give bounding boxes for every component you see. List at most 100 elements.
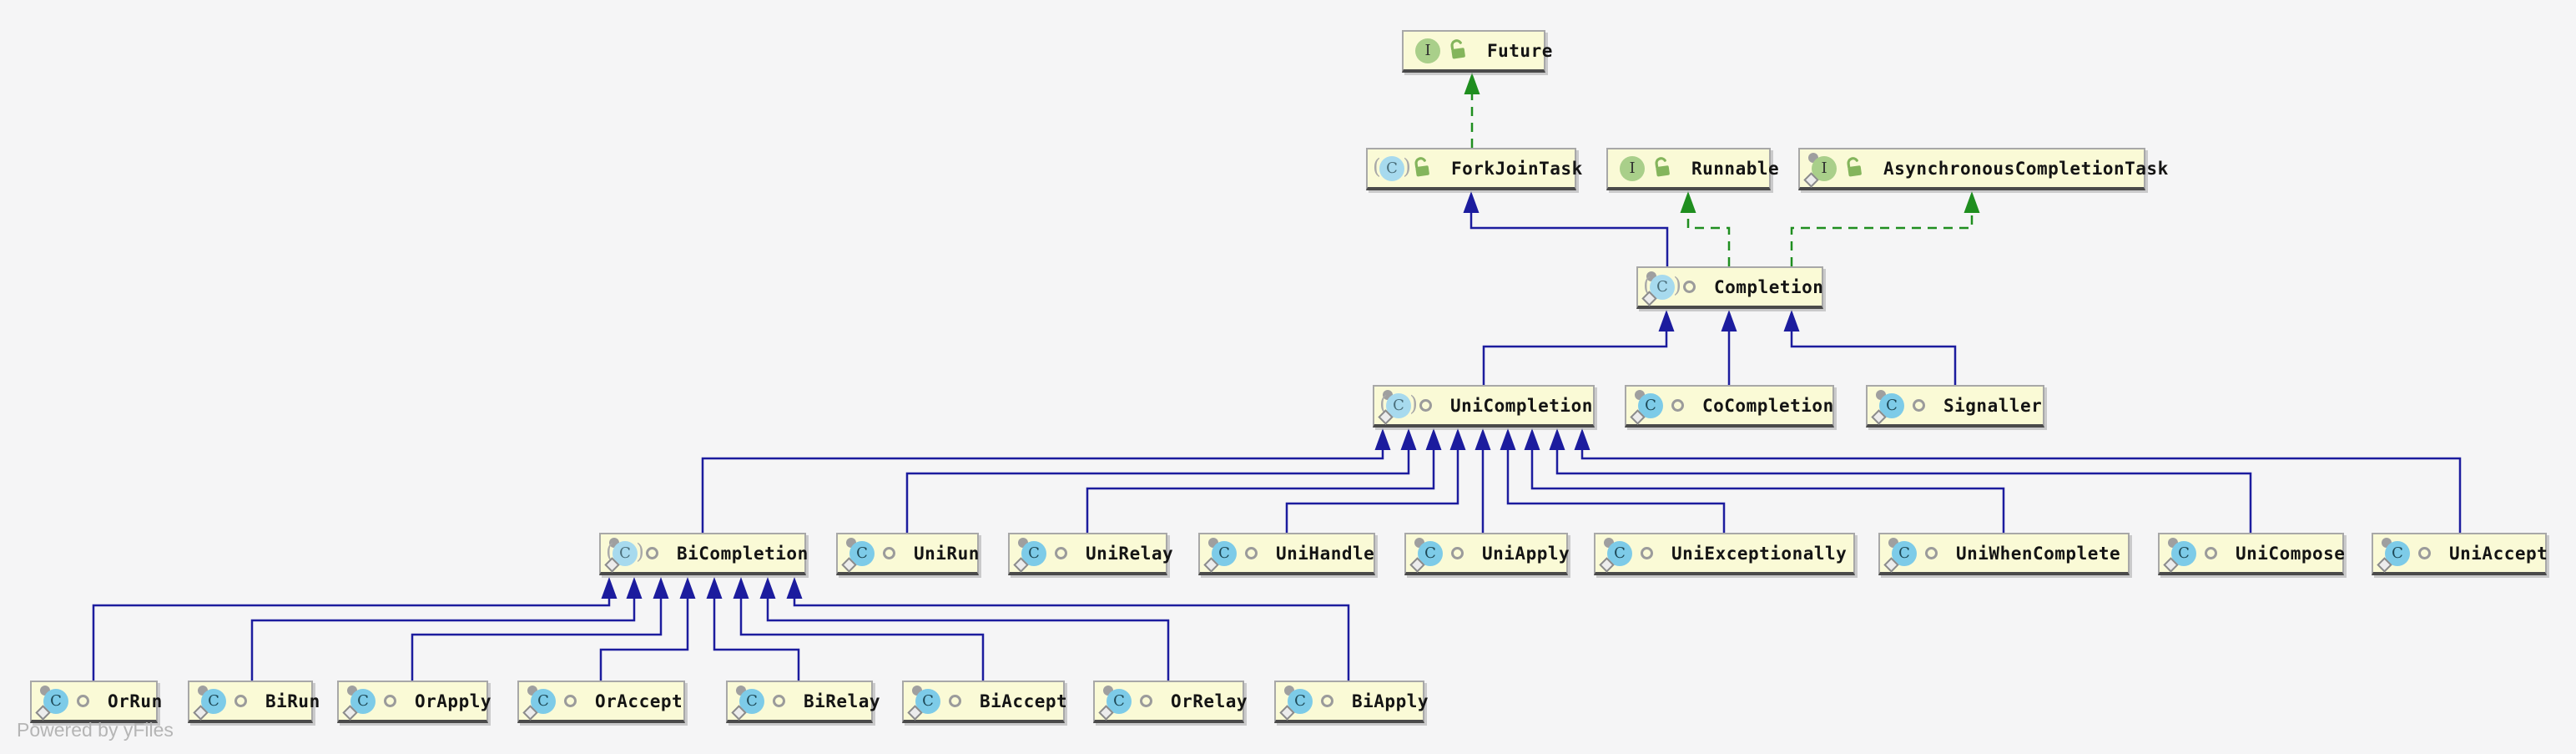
class-icon: C <box>841 537 875 573</box>
class-icon: C <box>35 685 69 721</box>
public-lock-icon <box>1843 154 1867 182</box>
abstract-class-icon: C <box>604 537 644 573</box>
icon-letter: C <box>1379 155 1404 181</box>
extends-arrowhead-icon <box>1524 428 1540 450</box>
class-icon: C <box>193 685 227 721</box>
class-node-forkjointask[interactable]: C ForkJoinTask <box>1366 148 1582 190</box>
class-icon: C <box>1279 685 1313 721</box>
icon-letter: I <box>1620 155 1645 181</box>
class-icon: C <box>1203 537 1238 573</box>
extends-arrowhead-icon <box>759 577 776 599</box>
class-name: Completion <box>1714 276 1824 297</box>
class-icon: C <box>2377 537 2411 573</box>
class-name: UniCompose <box>2236 543 2346 564</box>
class-node-unicompletion[interactable]: CUniCompletion <box>1373 385 1595 428</box>
edge-completion-asynchronouscompletiontask-implements <box>1790 191 1980 266</box>
class-node-completion[interactable]: CCompletion <box>1636 266 1823 309</box>
extends-arrowhead-icon <box>1475 428 1491 450</box>
extends-arrowhead-icon <box>1500 428 1516 450</box>
icon-letter: C <box>1879 392 1904 418</box>
class-icon: C <box>907 685 941 721</box>
class-name: ForkJoinTask <box>1451 158 1583 179</box>
extends-arrowhead-icon <box>1783 310 1800 331</box>
package-private-visibility-icon <box>646 547 658 559</box>
extends-arrowhead-icon <box>601 577 618 599</box>
edge-uniapply-unicompletion-extends <box>1475 428 1491 533</box>
class-node-unicompose[interactable]: C UniCompose <box>2158 533 2346 575</box>
package-private-visibility-icon <box>564 695 577 707</box>
package-private-visibility-icon <box>77 695 89 707</box>
class-name: AsynchronousCompletionTask <box>1883 158 2169 179</box>
edge-bicompletion-unicompletion-extends <box>701 428 1391 533</box>
package-private-visibility-icon <box>1683 281 1696 293</box>
extends-arrowhead-icon <box>1658 310 1675 331</box>
class-node-unirelay[interactable]: C UniRelay <box>1008 533 1173 575</box>
class-name: BiApply <box>1352 691 1429 711</box>
class-icon: C <box>1871 389 1905 425</box>
edge-cocompletion-completion-extends <box>1721 310 1737 385</box>
edge-orapply-bicompletion-extends <box>411 577 669 681</box>
class-icon: C <box>1013 537 1047 573</box>
class-name: Runnable <box>1691 158 1780 179</box>
class-name: OrRelay <box>1171 691 1248 711</box>
extends-arrowhead-icon <box>1574 428 1590 450</box>
edge-oraccept-bicompletion-extends <box>599 577 696 681</box>
class-name: BiRun <box>265 691 320 711</box>
package-private-visibility-icon <box>1913 399 1925 412</box>
extends-arrowhead-icon <box>1549 428 1565 450</box>
extends-arrowhead-icon <box>1463 191 1480 213</box>
class-node-orrun[interactable]: C OrRun <box>30 681 162 723</box>
public-lock-icon <box>1411 154 1434 182</box>
class-node-biaccept[interactable]: C BiAccept <box>902 681 1068 723</box>
package-private-visibility-icon <box>1055 547 1067 559</box>
extends-arrowhead-icon <box>626 577 643 599</box>
icon-letter: I <box>1415 38 1440 63</box>
edge-uniaccept-unicompletion-extends <box>1574 428 2462 533</box>
class-node-asynchronouscompletiontask[interactable]: I AsynchronousCompletionTask <box>1798 148 2168 190</box>
class-name: UniRelay <box>1086 543 1174 564</box>
extends-arrowhead-icon <box>1425 428 1442 450</box>
class-node-bicompletion[interactable]: CBiCompletion <box>599 533 808 575</box>
edge-uniexceptionally-unicompletion-extends <box>1500 428 1726 533</box>
package-private-visibility-icon <box>1641 547 1653 559</box>
edge-unirun-unicompletion-extends <box>905 428 1417 533</box>
class-name: BiAccept <box>980 691 1068 711</box>
class-name: OrApply <box>415 691 492 711</box>
interface-icon: I <box>1414 38 1441 64</box>
extends-arrowhead-icon <box>1374 428 1391 450</box>
class-node-runnable[interactable]: I Runnable <box>1606 148 1779 190</box>
class-icon: C <box>2163 537 2197 573</box>
public-lock-icon <box>1651 154 1675 182</box>
edge-signaller-completion-extends <box>1783 310 1957 385</box>
class-node-biapply[interactable]: C BiApply <box>1274 681 1429 723</box>
icon-letter: C <box>1212 540 1237 566</box>
extends-arrowhead-icon <box>786 577 803 599</box>
icon-letter: C <box>1418 540 1443 566</box>
package-private-visibility-icon <box>949 695 961 707</box>
edge-biapply-bicompletion-extends <box>786 577 1350 681</box>
class-name: OrRun <box>108 691 163 711</box>
extends-arrowhead-icon <box>653 577 669 599</box>
class-icon: C <box>1883 537 1918 573</box>
class-node-birun[interactable]: C BiRun <box>188 681 320 723</box>
edge-birun-bicompletion-extends <box>250 577 643 681</box>
class-icon: C <box>1630 389 1664 425</box>
interface-icon: I <box>1803 152 1837 188</box>
class-name: OrAccept <box>595 691 683 711</box>
package-private-visibility-icon <box>1671 399 1684 412</box>
edge-uniwhencomplete-unicompletion-extends <box>1524 428 2005 533</box>
